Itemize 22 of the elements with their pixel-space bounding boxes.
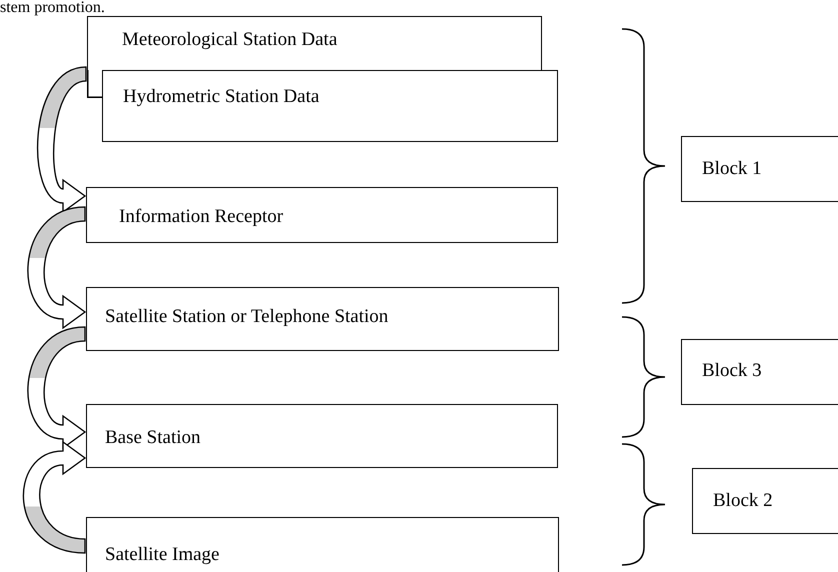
curved-arrow [27,206,86,329]
box-text: Hydrometric Station Data [123,86,320,108]
process-box [86,187,558,243]
block-label-box [681,136,838,202]
box-text: Meteorological Station Data [122,29,338,51]
block-label-box [681,339,838,405]
box-text: Block 2 [713,490,773,512]
block-label-box [692,468,838,534]
box-text: Information Receptor [119,206,284,228]
box-text: Satellite Image [105,544,220,566]
text-fragment: stem promotion. [0,0,105,16]
curved-arrow [23,441,86,554]
box-text: Base Station [105,427,201,449]
box-text: Block 3 [702,360,762,382]
box-text: Satellite Station or Telephone Station [105,306,388,328]
process-box [102,70,558,142]
process-box [87,16,542,70]
process-box [86,517,559,572]
process-box [86,287,559,351]
box-text: Block 1 [702,158,762,180]
process-box [86,404,558,468]
curved-arrow [37,66,87,213]
